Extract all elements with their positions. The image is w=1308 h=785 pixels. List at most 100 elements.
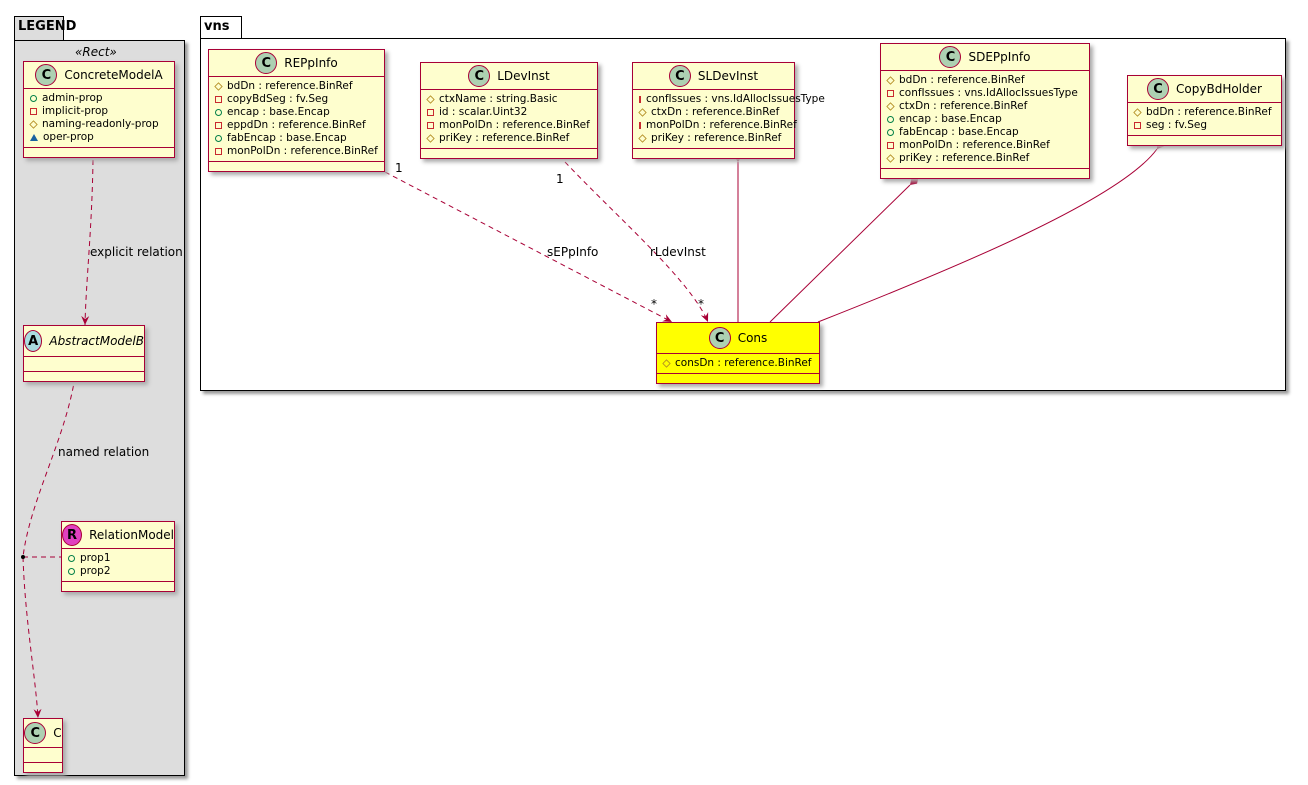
attribute: monPolDn : reference.BinRef [427, 119, 591, 132]
protected-visibility-icon [1133, 108, 1142, 117]
public-visibility-icon [68, 555, 75, 562]
attribute-text: priKey : reference.BinRef [899, 152, 1030, 164]
attribute-text: fabEncap : base.Encap [227, 132, 347, 144]
class-attributes [24, 357, 144, 372]
attribute-text: admin-prop [42, 92, 103, 104]
class-kind-c-icon: C [939, 46, 962, 68]
legend-package [14, 40, 185, 776]
class-methods [1128, 136, 1281, 145]
attribute-text: bdDn : reference.BinRef [1146, 106, 1272, 118]
class-kind-c-icon: C [468, 65, 491, 87]
attribute: eppdDn : reference.BinRef [215, 119, 378, 132]
class-name: Cons [737, 331, 768, 345]
private-visibility-icon [887, 142, 894, 149]
explicit-relation-line [81, 159, 94, 326]
class-kind-r-icon: R [62, 524, 83, 546]
legend-package-tab: LEGEND [14, 16, 76, 41]
class-name: LDevInst [497, 69, 550, 83]
private-visibility-icon [215, 148, 222, 155]
attribute: encap : base.Encap [887, 113, 1083, 126]
rldevinst-to-mult: * [698, 297, 704, 311]
protected-visibility-icon [29, 120, 38, 129]
attribute-text: id : scalar.Uint32 [439, 106, 528, 118]
attribute: bdDn : reference.BinRef [886, 74, 1083, 87]
class-cons[interactable]: C Cons consDn : reference.BinRef [656, 322, 820, 384]
attribute: monPolDn : reference.BinRef [887, 139, 1083, 152]
private-visibility-icon [639, 122, 641, 129]
class-methods [24, 763, 62, 772]
attribute: bdDn : reference.BinRef [214, 80, 378, 93]
attribute-text: ctxDn : reference.BinRef [651, 106, 780, 118]
attribute-text: encap : base.Encap [899, 113, 1002, 125]
class-name: REPpInfo [284, 56, 338, 70]
attribute: confIssues : vns.IdAllocIssuesType [887, 87, 1083, 100]
sdeppinfo-composition-line [769, 176, 919, 323]
class-attributes: consDn : reference.BinRef [657, 354, 819, 374]
attribute: priKey : reference.BinRef [638, 132, 788, 145]
class-kind-c-icon: C [708, 327, 731, 349]
seppinfo-to-mult: * [651, 297, 657, 311]
attribute-text: seg : fv.Seg [1146, 119, 1208, 131]
attribute-text: naming-readonly-prop [42, 118, 159, 130]
attribute: priKey : reference.BinRef [426, 132, 591, 145]
public-visibility-icon [887, 129, 894, 136]
private-visibility-icon [215, 96, 222, 103]
attribute-text: monPolDn : reference.BinRef [646, 119, 797, 131]
class-kind-c-icon: C [35, 64, 58, 86]
seppinfo-label: sEPpInfo [547, 245, 599, 259]
attribute: ctxDn : reference.BinRef [886, 100, 1083, 113]
class-methods [881, 169, 1089, 178]
rldevinst-label: rLdevInst [650, 245, 706, 259]
class-name: AbstractModelB [49, 334, 144, 348]
attribute-text: prop1 [80, 552, 111, 564]
attribute: oper-prop [30, 131, 168, 144]
attribute: consDn : reference.BinRef [662, 357, 813, 370]
class-name: ConcreteModelA [64, 68, 163, 82]
named-relation-to-c-line [22, 556, 42, 719]
class-header: C LDevInst [421, 63, 597, 90]
attribute: monPolDn : reference.BinRef [215, 145, 378, 158]
protected-visibility-icon [886, 154, 895, 163]
seppinfo-relation-line [384, 171, 673, 323]
copybdholder-composition-line [817, 139, 1165, 323]
attribute-text: priKey : reference.BinRef [651, 132, 782, 144]
attribute-text: fabEncap : base.Encap [899, 126, 1019, 138]
rldevinst-relation-line [564, 161, 709, 323]
class-kind-c-icon: C [255, 52, 278, 74]
named-relation-line [22, 376, 76, 558]
private-visibility-icon [887, 90, 894, 97]
protected-visibility-icon [662, 359, 671, 368]
attribute-text: confIssues : vns.IdAllocIssuesType [899, 87, 1078, 99]
class-methods [421, 149, 597, 158]
private-visibility-icon [427, 122, 434, 129]
public-visibility-icon [215, 135, 222, 142]
attribute: bdDn : reference.BinRef [1133, 106, 1275, 119]
class-name: CopyBdHolder [1176, 82, 1262, 96]
protected-visibility-icon [638, 134, 647, 143]
public-visibility-icon [215, 109, 222, 116]
attribute-text: eppdDn : reference.BinRef [227, 119, 366, 131]
class-header: C ConcreteModelA [24, 62, 174, 89]
attribute-text: oper-prop [43, 131, 94, 143]
attribute: encap : base.Encap [215, 106, 378, 119]
class-name: SLDevInst [697, 69, 759, 83]
